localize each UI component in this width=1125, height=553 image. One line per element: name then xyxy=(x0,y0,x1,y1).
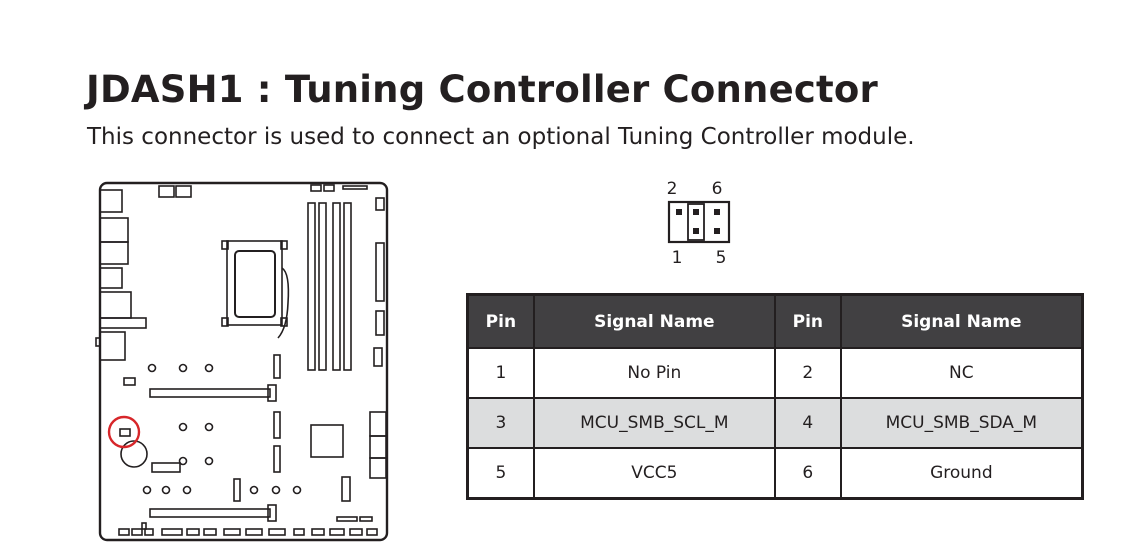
pin-number: 6 xyxy=(773,447,842,500)
pin-number: 2 xyxy=(773,347,842,399)
pin-label-top-left: 2 xyxy=(667,179,678,199)
pin-6-square xyxy=(714,209,720,215)
header-signal-name: Signal Name xyxy=(532,293,776,349)
connector-body xyxy=(667,200,731,244)
table-row: 3 MCU_SMB_SCL_M 4 MCU_SMB_SDA_M xyxy=(466,397,1084,449)
pin-assignment-table: Pin Signal Name Pin Signal Name 1 No Pin… xyxy=(466,293,1084,500)
signal-name: Ground xyxy=(839,447,1084,500)
pin-5-square xyxy=(714,228,720,234)
table-row: 5 VCC5 6 Ground xyxy=(466,447,1084,500)
header-pin: Pin xyxy=(773,293,842,349)
jdash1-highlight-circle xyxy=(107,415,141,449)
signal-name: No Pin xyxy=(532,347,776,399)
table-header-row: Pin Signal Name Pin Signal Name xyxy=(466,293,1084,349)
pin-number: 3 xyxy=(466,397,535,449)
connector-notch xyxy=(687,203,705,241)
motherboard-diagram xyxy=(95,181,389,542)
signal-name: VCC5 xyxy=(532,447,776,500)
pin-header-diagram: 2 6 1 5 xyxy=(650,176,750,273)
pin-number: 1 xyxy=(466,347,535,399)
pin-number: 5 xyxy=(466,447,535,500)
pin-3-square xyxy=(693,228,699,234)
pin-label-bottom-right: 5 xyxy=(716,248,727,268)
table-row: 1 No Pin 2 NC xyxy=(466,347,1084,399)
pin-label-top-right: 6 xyxy=(712,179,723,199)
pin-number: 4 xyxy=(773,397,842,449)
pin-label-bottom-left: 1 xyxy=(672,248,683,268)
signal-name: MCU_SMB_SDA_M xyxy=(839,397,1084,449)
header-pin: Pin xyxy=(466,293,535,349)
signal-name: MCU_SMB_SCL_M xyxy=(532,397,776,449)
pin-4-square xyxy=(693,209,699,215)
pin-2-square xyxy=(676,209,682,215)
connector-description: This connector is used to connect an opt… xyxy=(87,124,915,150)
signal-name: NC xyxy=(839,347,1084,399)
header-signal-name: Signal Name xyxy=(839,293,1084,349)
page-title: JDASH1 : Tuning Controller Connector xyxy=(86,68,878,111)
